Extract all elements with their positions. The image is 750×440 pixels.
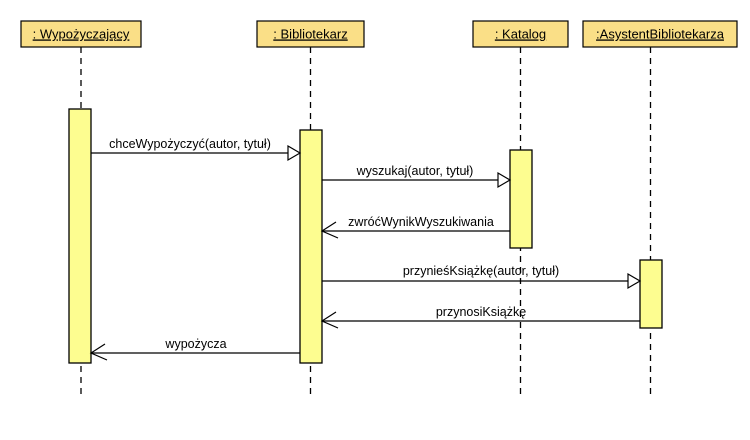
message-arrowhead-open-4: [627, 272, 642, 290]
message-wypozycza[interactable]: wypożycza: [89, 337, 300, 361]
activation-bar-wypozyczajacy[interactable]: [68, 108, 92, 364]
message-arrowhead-line-6: [89, 343, 108, 361]
lifeline-header-box-wypozyczajacy[interactable]: [20, 20, 142, 48]
message-arrowhead-line-5: [320, 311, 339, 329]
lifeline-label-bibliotekarz: : Bibliotekarz: [273, 26, 347, 41]
message-label-5: przynosiKsiążkę: [436, 305, 526, 319]
message-wyszukaj[interactable]: wyszukaj(autor, tytuł): [322, 164, 512, 189]
lifeline-asystent-bibliotekarza[interactable]: :AsystentBibliotekarza: [582, 20, 738, 398]
message-arrowhead-line-3: [320, 221, 339, 239]
lifeline-label-wypozyczajacy: : Wypożyczający: [33, 26, 130, 41]
message-przynosi-ksiazke[interactable]: przynosiKsiążkę: [320, 305, 640, 329]
activation-bar-katalog[interactable]: [509, 149, 533, 249]
message-przynies-ksiazke[interactable]: przynieśKsiążkę(autor, tytuł): [322, 264, 642, 290]
lifeline-header-box-asystent-bibliotekarza[interactable]: [582, 20, 738, 48]
lifeline-header-box-bibliotekarz[interactable]: [256, 20, 365, 48]
message-label-6: wypożycza: [164, 337, 226, 351]
message-label-2: wyszukaj(autor, tytuł): [356, 164, 474, 178]
message-arrowhead-open-2: [497, 171, 512, 189]
message-label-1: chceWypożyczyć(autor, tytuł): [109, 137, 271, 151]
lifeline-label-katalog: : Katalog: [495, 26, 546, 41]
message-chce-wypozyczyc[interactable]: chceWypożyczyć(autor, tytuł): [91, 137, 302, 162]
message-arrowhead-open-1: [287, 144, 302, 162]
lifeline-label-asystent-bibliotekarza: :AsystentBibliotekarza: [596, 26, 725, 41]
lifeline-katalog[interactable]: : Katalog: [472, 20, 569, 398]
message-label-4: przynieśKsiążkę(autor, tytuł): [403, 264, 559, 278]
lifeline-wypozyczajacy[interactable]: : Wypożyczający: [20, 20, 142, 398]
activation-bar-asystent-bibliotekarza[interactable]: [639, 259, 663, 329]
message-zwroc-wynik-wyszukiwania[interactable]: zwróćWynikWyszukiwania: [320, 215, 510, 239]
activation-bar-bibliotekarz[interactable]: [299, 129, 323, 364]
message-label-3: zwróćWynikWyszukiwania: [348, 215, 494, 229]
lifeline-bibliotekarz[interactable]: : Bibliotekarz: [256, 20, 365, 398]
